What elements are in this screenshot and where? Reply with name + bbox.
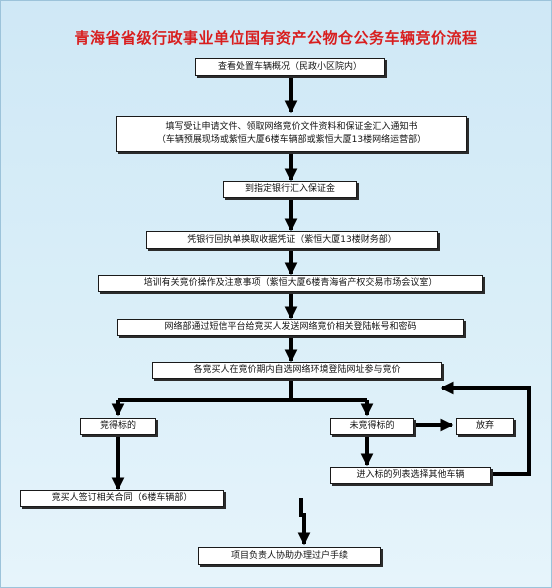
step-transfer-ownership-label: 项目负责人协助办理过户手续: [230, 550, 348, 561]
page-title: 青海省省级行政事业单位国有资产公物仓公务车辆竞价流程: [74, 29, 478, 47]
step-bidding: 各竞买人在竞价期内自选网络环境登陆网址参与竞价: [152, 362, 442, 379]
step-give-up-label: 放弃: [475, 421, 494, 431]
step-view-vehicle-label: 查看处置车辆概况（民政小区院内）: [217, 61, 362, 72]
step-bidding-label: 各竞买人在竞价期内自选网络环境登陆网址参与竞价: [193, 365, 401, 375]
step-not-won-label: 未竞得标的: [349, 421, 395, 431]
step-fill-application-line1: 填写受让申请文件、领取网络竞价文件资料和保证金汇入通知书: [165, 122, 418, 132]
step-sign-contract: 竞买人签订相关合同（6楼车辆部）: [20, 490, 224, 507]
step-view-vehicle: 查看处置车辆概况（民政小区院内）: [195, 58, 385, 76]
step-transfer-ownership: 项目负责人协助办理过户手续: [198, 547, 381, 565]
step-won-label: 竞得标的: [99, 421, 136, 431]
step-remit-deposit: 到指定银行汇入保证金: [223, 181, 357, 198]
step-sms-account-label: 网络部通过短信平台给竞买人发送网络竞价相关登陆帐号和密码: [164, 322, 417, 332]
arrow-contract-to-transfer: [297, 498, 311, 546]
step-exchange-receipt-label: 凭银行回执单换取收据凭证（紫恒大厦13楼财务部）: [187, 234, 397, 245]
step-not-won: 未竞得标的: [330, 418, 414, 435]
step-sign-contract-label: 竞买人签订相关合同（6楼车辆部）: [51, 493, 193, 503]
step-exchange-receipt: 凭银行回执单换取收据凭证（紫恒大厦13楼财务部）: [146, 231, 438, 249]
step-training-label: 培训有关竞价操作及注意事项（紫恒大厦6楼青海省产权交易市场会议室）: [143, 278, 438, 288]
step-choose-other-vehicle: 进入标的列表选择其他车辆: [330, 467, 491, 484]
step-training: 培训有关竞价操作及注意事项（紫恒大厦6楼青海省产权交易市场会议室）: [98, 275, 483, 292]
step-sms-account: 网络部通过短信平台给竞买人发送网络竞价相关登陆帐号和密码: [117, 319, 464, 336]
step-remit-deposit-label: 到指定银行汇入保证金: [244, 184, 335, 194]
step-fill-application-line2: （车辆预展现场或紫恒大厦6楼车辆部或紫恒大厦13楼网络运营部）: [156, 135, 427, 145]
step-choose-other-vehicle-label: 进入标的列表选择其他车辆: [356, 470, 465, 480]
step-fill-application: 填写受让申请文件、领取网络竞价文件资料和保证金汇入通知书 （车辆预展现场或紫恒大…: [116, 116, 467, 152]
line-choose-other-loop-back: [440, 381, 531, 476]
step-give-up: 放弃: [456, 418, 514, 435]
step-won: 竞得标的: [80, 418, 156, 435]
